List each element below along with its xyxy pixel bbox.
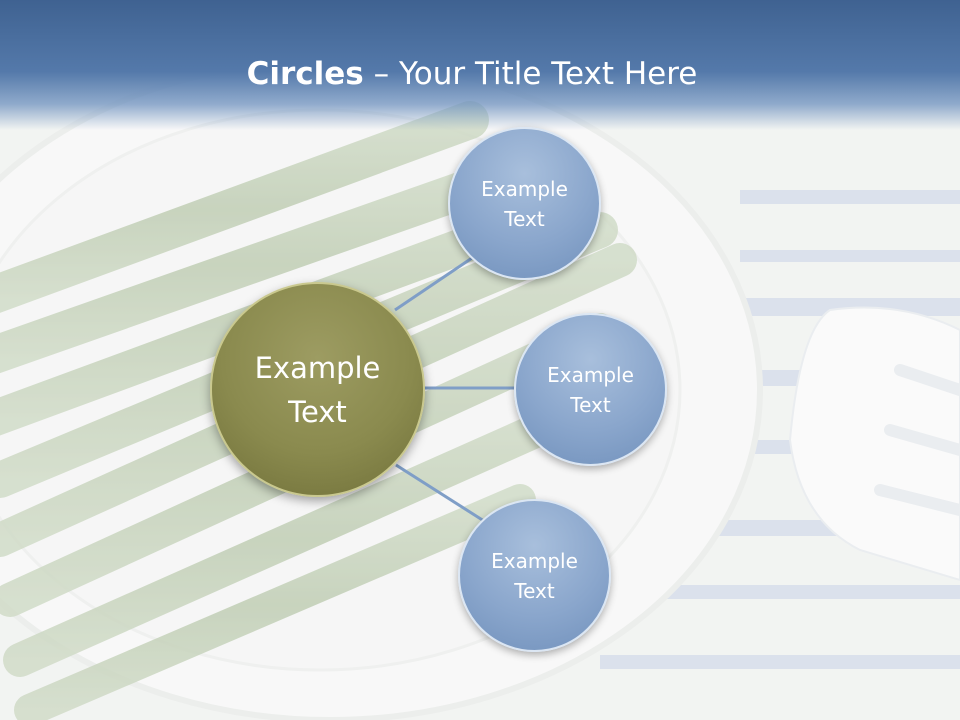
title-bar	[0, 0, 960, 130]
spatula	[788, 306, 960, 582]
connector-1	[394, 256, 473, 312]
node-3-line1: Example	[491, 548, 578, 573]
center-line2: Text	[288, 394, 347, 429]
center-line1: Example	[254, 350, 381, 385]
node-2-line1: Example	[547, 362, 634, 387]
node-2-line2: Text	[570, 392, 611, 417]
node-1-line2: Text	[504, 206, 545, 231]
node-3-line2: Text	[514, 578, 555, 603]
connector-3	[395, 463, 485, 523]
slide-title: Circles – Your Title Text Here	[0, 52, 944, 96]
title-rest: – Your Title Text Here	[363, 56, 698, 92]
node-1-line1: Example	[481, 176, 568, 201]
title-bold: Circles	[246, 56, 364, 92]
